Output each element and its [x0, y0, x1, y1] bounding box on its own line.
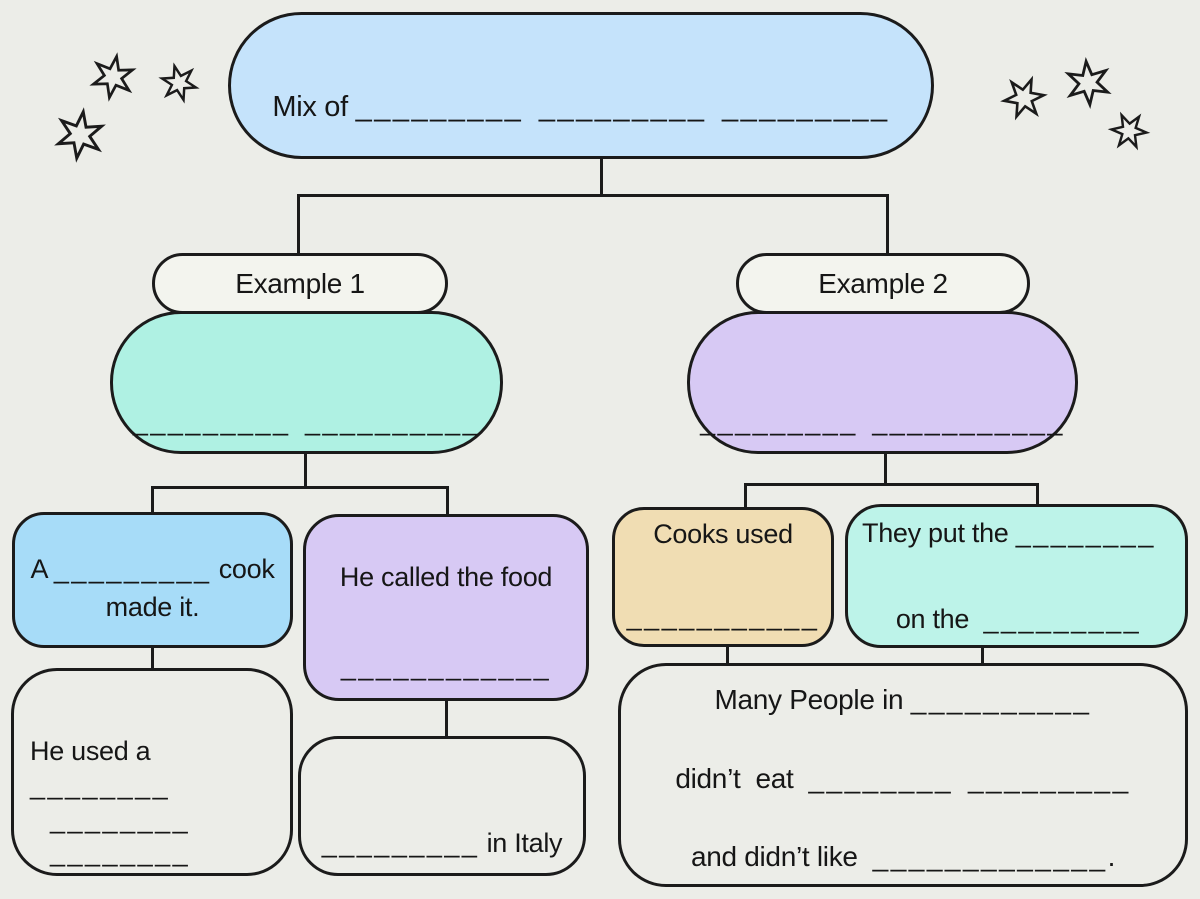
cook-line1: A _________ cook — [30, 554, 275, 585]
star-icon — [89, 52, 137, 102]
connector-cooks-to-people-box — [726, 644, 729, 665]
example2-blanks: _________ ___________ — [700, 406, 1065, 437]
used-line1: He used a ________ — [30, 736, 171, 800]
connector-put-to-people-box — [981, 645, 984, 665]
connector-purple-to-italy-box — [445, 698, 448, 738]
example1-label: Example 1 — [235, 268, 365, 299]
put-line2: on the _________ — [895, 604, 1142, 635]
connector-to-blue-box — [151, 486, 154, 514]
star-icon — [1000, 75, 1048, 121]
example1-used-node: He used a ________ ________ ________ — [11, 668, 293, 876]
star-icon — [1064, 56, 1112, 110]
connector-root-down — [600, 159, 603, 197]
connector-to-cooks-box — [744, 483, 747, 509]
connector-top-horizontal — [297, 194, 889, 197]
called-line1: He called the food — [339, 562, 553, 592]
connector-example2-horizontal — [744, 483, 1039, 486]
connector-example2-down — [884, 451, 887, 486]
example1-topic-node: _________ __________ — [110, 311, 503, 454]
example2-topic-node: _________ ___________ — [687, 311, 1078, 454]
example2-cooks-node: Cooks used ___________ — [612, 507, 834, 647]
connector-example1-down — [304, 451, 307, 489]
example1-italy-node: _________ in Italy — [298, 736, 586, 876]
connector-to-example2 — [886, 194, 889, 255]
people-line3: and didn’t like _____________. — [690, 841, 1116, 872]
cooks-line1: Cooks used — [653, 519, 793, 549]
connector-example1-horizontal — [151, 486, 449, 489]
italy-line1: _________ in Italy — [321, 828, 563, 859]
root-node: Mix of _________ _________ _________ — [228, 12, 934, 159]
example1-label-node: Example 1 — [152, 253, 448, 314]
example2-people-node: Many People in __________ didn’t eat ___… — [618, 663, 1188, 887]
connector-to-put-box — [1036, 483, 1039, 506]
example1-blanks: _________ __________ — [132, 406, 481, 437]
example1-called-node: He called the food ____________ — [303, 514, 589, 701]
example2-put-node: They put the ________ on the _________ — [845, 504, 1188, 648]
star-icon — [1107, 111, 1151, 151]
example1-cook-node: A _________ cook made it. — [12, 512, 293, 648]
root-text: Mix of _________ _________ _________ — [272, 91, 890, 124]
cooks-line2: ___________ — [626, 601, 820, 632]
cook-line2: made it. — [105, 592, 200, 622]
used-line2: ________ ________ — [50, 803, 191, 868]
example2-label-node: Example 2 — [736, 253, 1030, 314]
people-line2: didn’t eat ________ _________ — [675, 762, 1131, 794]
connector-to-purple-box — [446, 486, 449, 516]
example2-label: Example 2 — [818, 268, 948, 299]
people-line1: Many People in __________ — [714, 684, 1092, 715]
connector-to-example1 — [297, 194, 300, 255]
called-line2: ____________ — [340, 651, 552, 682]
connector-blue-to-used-box — [151, 645, 154, 670]
star-icon — [54, 107, 106, 163]
put-line1: They put the ________ — [862, 518, 1156, 548]
star-icon — [158, 62, 200, 104]
